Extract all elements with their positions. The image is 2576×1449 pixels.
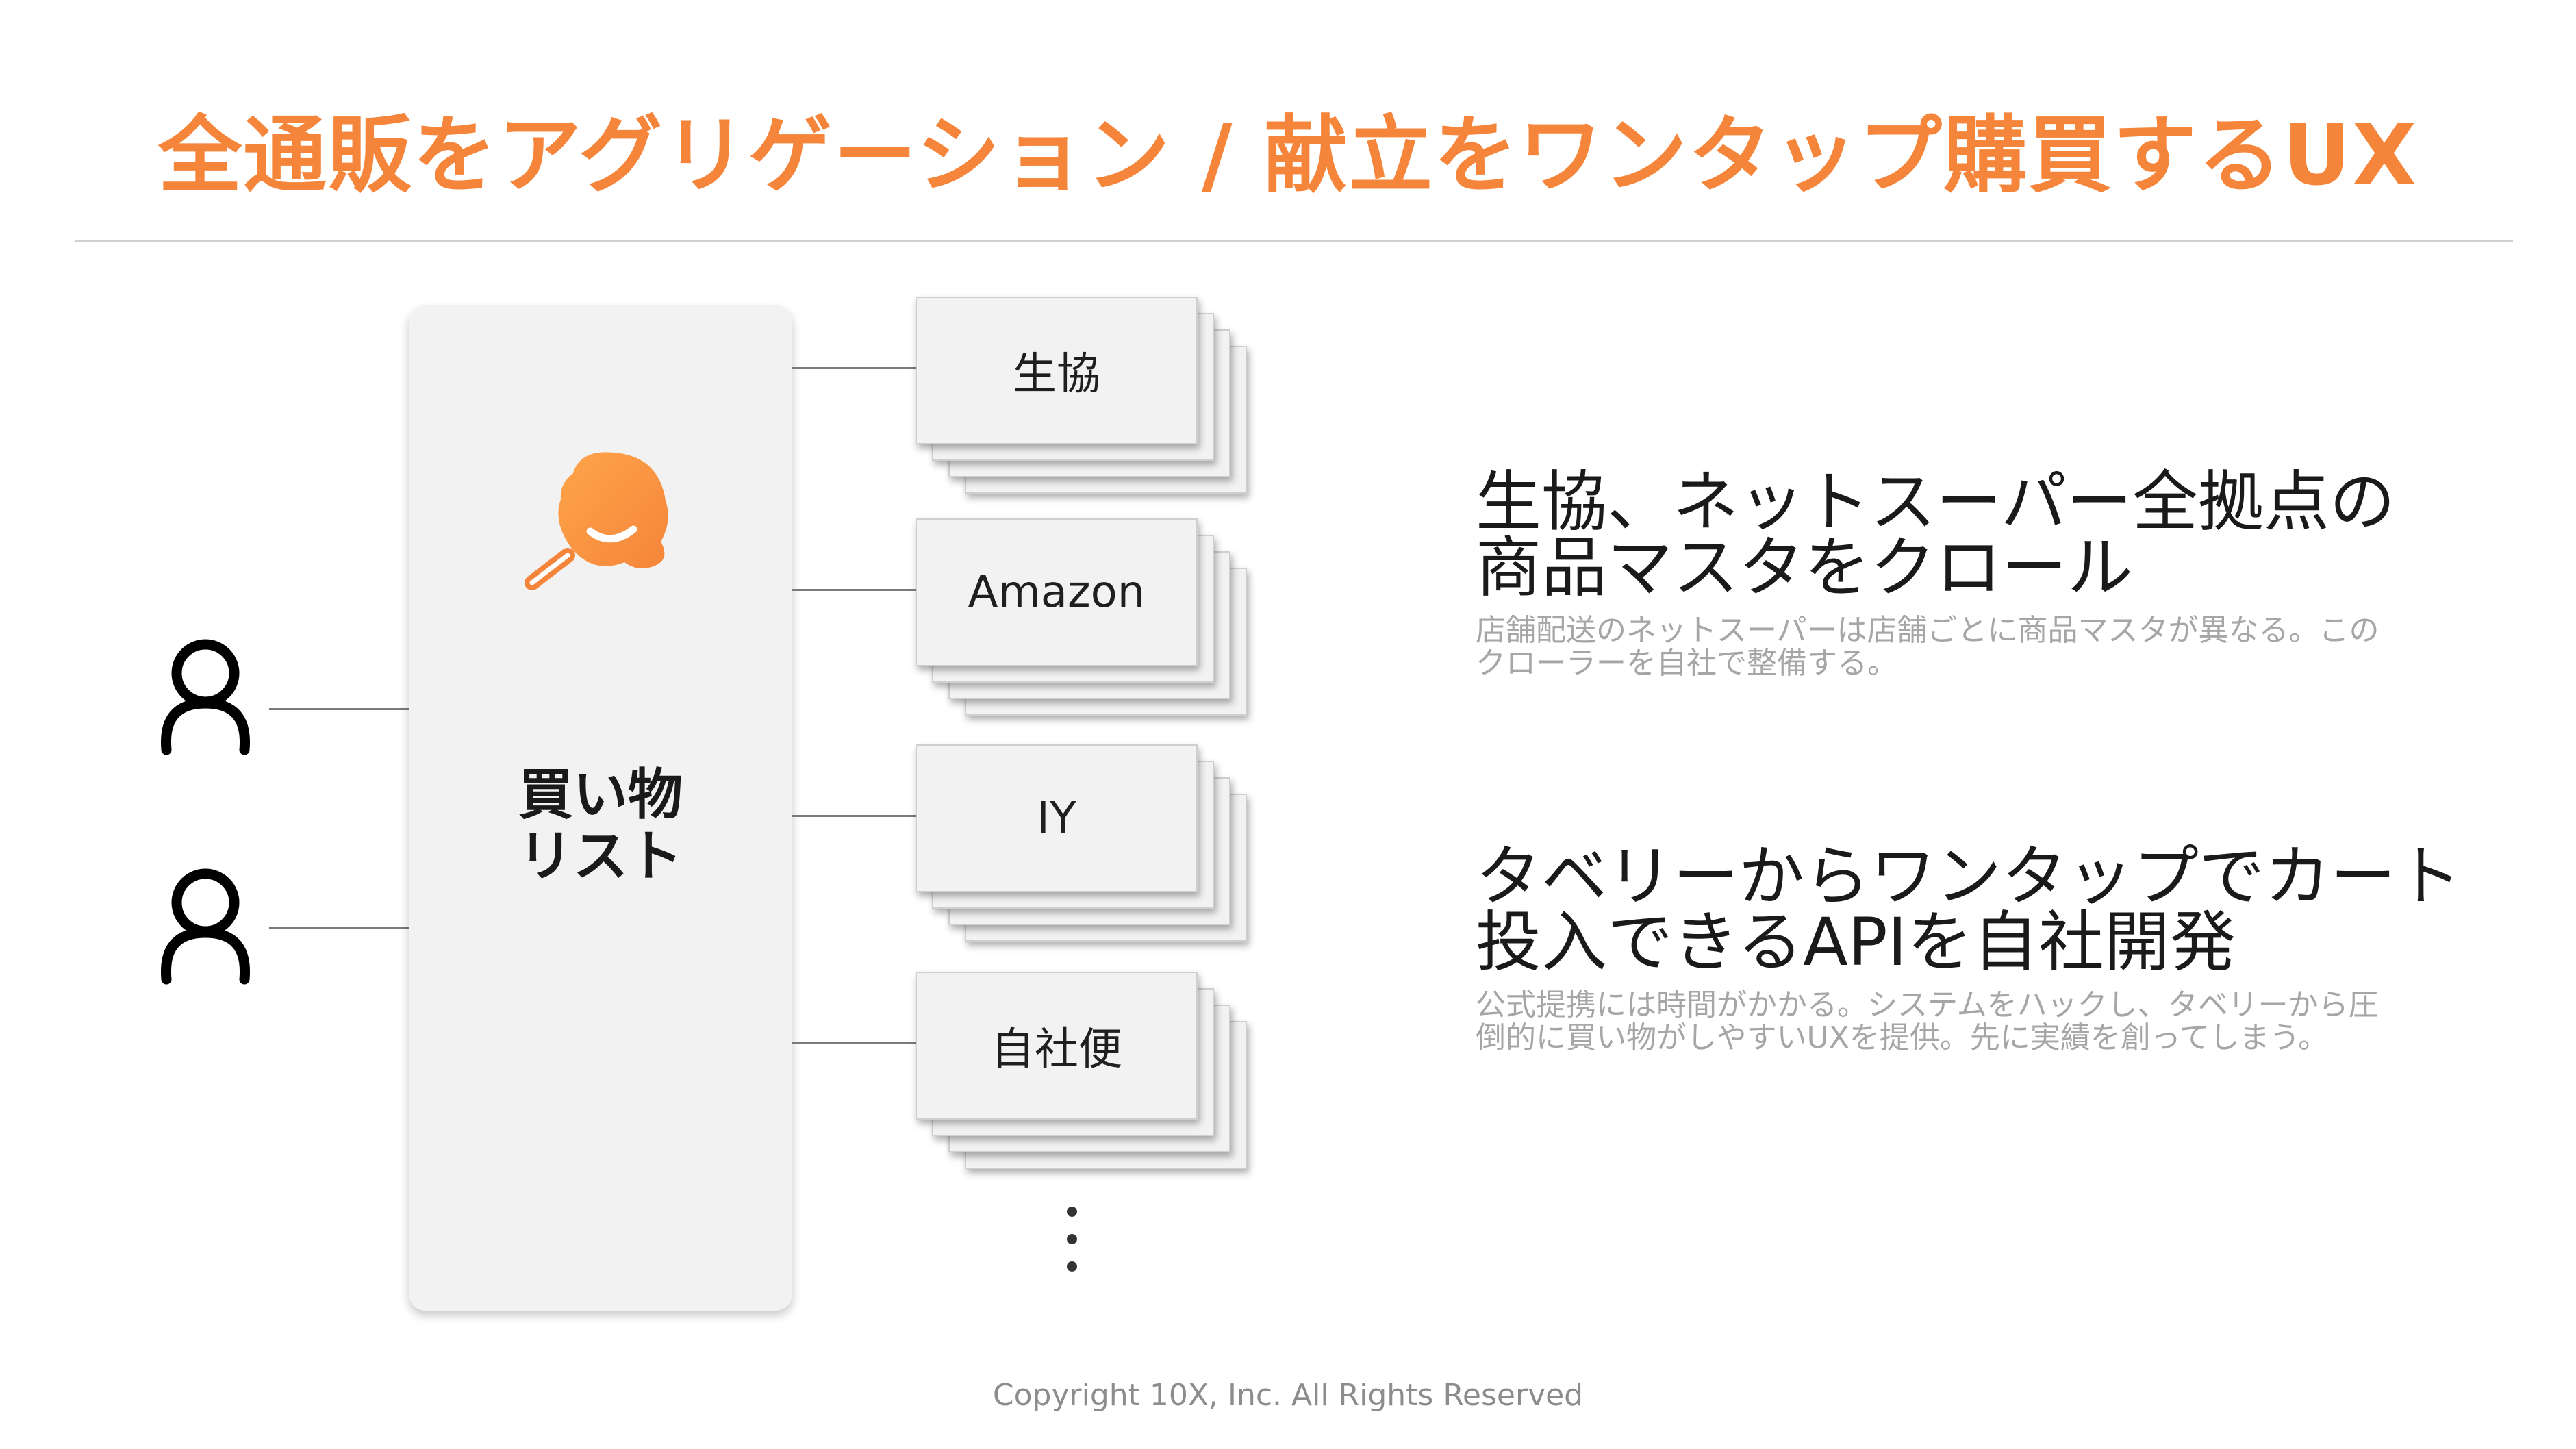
vertical-ellipsis-icon — [1065, 1207, 1080, 1275]
store-stack-1: 生協 — [916, 297, 1247, 502]
shopping-list-label: 買い物 リスト — [518, 763, 683, 889]
point-2-heading: タベリーからワンタップでカート 投入できるAPIを自社開発 — [1476, 838, 2462, 981]
store-label: Amazon — [968, 567, 1146, 618]
store-label: IY — [1037, 793, 1076, 844]
title-divider — [75, 240, 2513, 242]
point-2-description: 公式提携には時間がかかる。システムをハックし、タベリーから圧 倒的に買い物がしや… — [1476, 987, 2379, 1056]
store-stack-4: 自社便 — [916, 972, 1247, 1177]
store-stack-3: IY — [916, 744, 1247, 950]
user-1-person-icon — [160, 639, 251, 755]
frying-pan-logo-icon — [525, 452, 668, 590]
store-connector-2 — [792, 589, 916, 591]
store-connector-1 — [792, 367, 916, 369]
user-2-connector — [269, 927, 410, 929]
point-1-heading: 生協、ネットスーパー全拠点の 商品マスタをクロール — [1476, 464, 2396, 606]
user-1-connector — [269, 708, 410, 710]
store-connector-4 — [792, 1042, 916, 1044]
user-2-person-icon — [160, 868, 251, 985]
copyright-footer: Copyright 10X, Inc. All Rights Reserved — [992, 1378, 1584, 1413]
page-title: 全通販をアグリゲーション / 献立をワンタップ購買するUX — [157, 107, 2419, 204]
store-stack-2: Amazon — [916, 518, 1247, 724]
shopping-list-panel: 買い物 リスト — [409, 305, 792, 1311]
point-1-description: 店舗配送のネットスーパーは店舗ごとに商品マスタが異なる。この クローラーを自社で… — [1476, 613, 2379, 681]
store-label: 生協 — [1013, 349, 1100, 400]
store-label: 自社便 — [991, 1024, 1122, 1075]
store-connector-3 — [792, 815, 916, 817]
